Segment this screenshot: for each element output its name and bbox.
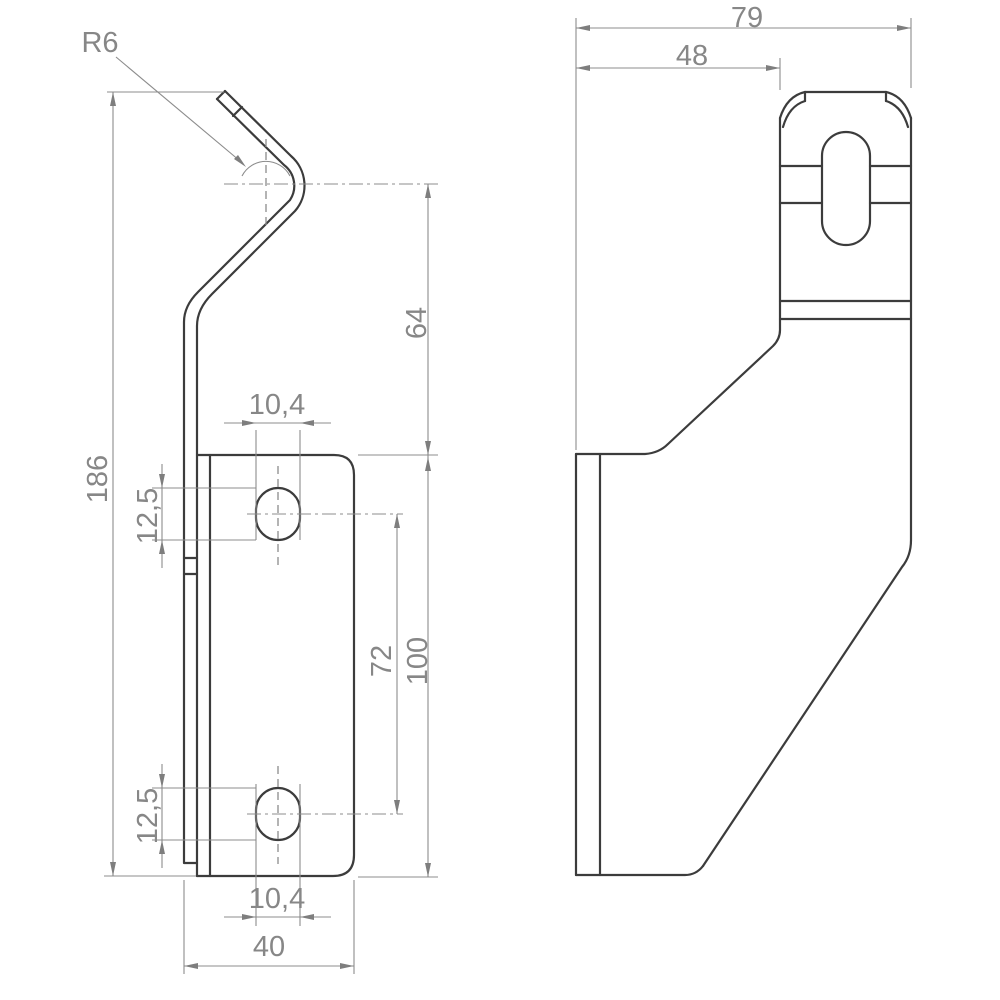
dim125b-arrow-bottom (159, 840, 165, 854)
r6-reference-arc (241, 160, 291, 177)
dimension-total-width: 79 (575, 2, 912, 450)
strip-tip-tick (231, 105, 244, 118)
dim125b-label: 12,5 (132, 788, 164, 844)
hook-shoulder-right-inner (884, 99, 910, 129)
dim104b-arrow-right (300, 914, 314, 920)
strip-inner-contour (182, 97, 296, 865)
r6-leader-line (115, 56, 241, 162)
dimension-top-hole-width: 10,4 (224, 389, 331, 540)
left-profile-edge (574, 116, 782, 456)
side-view (182, 89, 356, 878)
dim125t-label: 12,5 (132, 488, 164, 544)
dim104b-label: 10,4 (249, 883, 305, 915)
dim64-label: 64 (401, 307, 433, 339)
plate-outline (195, 453, 356, 878)
dimension-bottom-hole-height: 12,5 (132, 764, 256, 868)
dim186-arrow-top (110, 92, 116, 106)
dim48-arrow-right (766, 65, 780, 71)
dim40-arrow-right (340, 963, 354, 969)
hook-shoulder-left-outer (778, 90, 807, 120)
dim72-label: 72 (366, 645, 398, 677)
dim125t-arrow-bottom (159, 540, 165, 554)
dim79-arrow-right (897, 25, 911, 31)
strip-outer-contour (195, 89, 306, 878)
dimension-hook-to-plate: 64 (358, 184, 438, 456)
dim40-label: 40 (253, 931, 285, 963)
dimension-bend-radius: R6 (81, 27, 291, 177)
dim125b-arrow-top (159, 774, 165, 788)
dimension-plate-depth: 40 (183, 880, 355, 974)
dim64-arrow-bottom (425, 441, 431, 455)
centerlines (224, 139, 438, 864)
dim186-label: 186 (82, 455, 114, 503)
dimension-plate-height: 100 (358, 455, 438, 878)
dim100-arrow-top (425, 457, 431, 471)
dim104t-arrow-left (242, 420, 256, 426)
dimension-bottom-hole-width: 10,4 (224, 784, 331, 926)
dimension-total-height: 186 (82, 91, 224, 877)
dim186-arrow-bottom (110, 862, 116, 876)
dim72-arrow-bottom (394, 800, 400, 814)
dim64-arrow-top (425, 184, 431, 198)
dimension-hole-spacing: 72 (366, 514, 400, 814)
dim48-label: 48 (676, 40, 708, 72)
hook-slot (820, 130, 872, 247)
body-right-edge-and-chamfer (701, 116, 913, 868)
dimension-hook-offset: 48 (576, 40, 781, 90)
dim104b-arrow-left (242, 914, 256, 920)
dim104t-label: 10,4 (249, 389, 305, 421)
dim79-label: 79 (731, 2, 763, 34)
r6-leader-arrowhead (234, 155, 246, 167)
r6-label: R6 (81, 27, 118, 59)
dimension-top-hole-height: 12,5 (132, 464, 256, 568)
dim100-label: 100 (402, 637, 434, 685)
body-bottom-edge (574, 864, 705, 877)
hook-shoulder-right-outer (884, 90, 913, 120)
dim100-arrow-bottom (425, 863, 431, 877)
dim104t-arrow-right (300, 420, 314, 426)
hook-shoulder-left-inner (781, 99, 807, 129)
dim72-arrow-top (394, 514, 400, 528)
dim79-arrow-left (576, 25, 590, 31)
front-view (574, 90, 913, 877)
dim40-arrow-left (184, 963, 198, 969)
dim48-arrow-left (576, 65, 590, 71)
dim125t-arrow-top (159, 474, 165, 488)
